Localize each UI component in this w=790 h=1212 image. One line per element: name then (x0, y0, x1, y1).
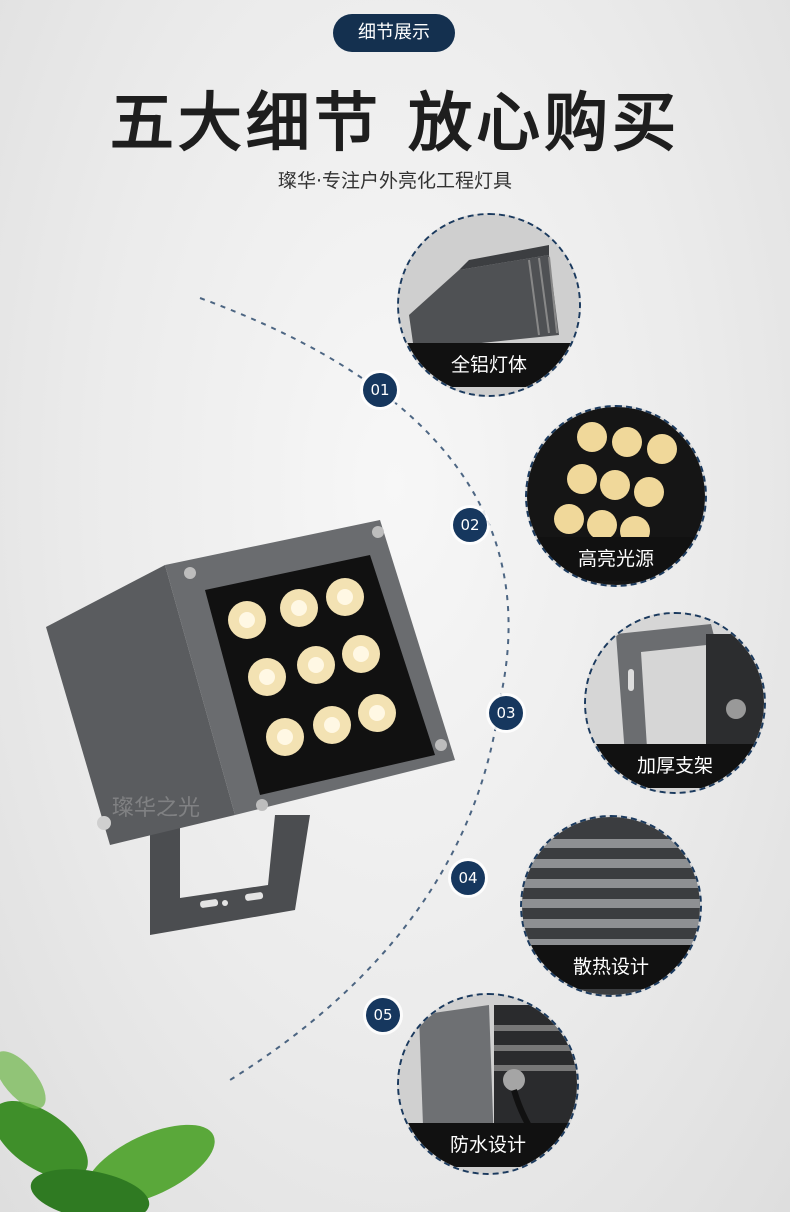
feature-label-4: 散热设计 (522, 945, 700, 989)
detail-circle-thick-bracket: 加厚支架 (584, 612, 766, 794)
section-badge: 细节展示 (333, 14, 455, 52)
detail-circle-waterproof: 防水设计 (397, 993, 579, 1175)
feature-label-2: 高亮光源 (527, 537, 705, 581)
feature-number-2: 02 (453, 508, 487, 542)
detail-circle-bright-light: 高亮光源 (525, 405, 707, 587)
watermark-text: 璨华之光 (112, 796, 201, 821)
page-title: 五大细节 放心购买 (109, 87, 681, 161)
detail-circle-heat-dissipation: 散热设计 (520, 815, 702, 997)
feature-number-4: 04 (451, 861, 485, 895)
feature-label-5: 防水设计 (399, 1123, 577, 1167)
feature-number-3: 03 (489, 696, 523, 730)
leaves-decoration (0, 1051, 215, 1212)
floodlight-product (46, 520, 455, 935)
feature-label-1: 全铝灯体 (399, 343, 579, 387)
page-subtitle: 璨华·专注户外亮化工程灯具 (277, 170, 513, 192)
feature-label-3: 加厚支架 (586, 744, 764, 788)
feature-number-1: 01 (363, 373, 397, 407)
detail-circle-aluminum-body: 全铝灯体 (397, 213, 581, 397)
feature-number-5: 05 (366, 998, 400, 1032)
